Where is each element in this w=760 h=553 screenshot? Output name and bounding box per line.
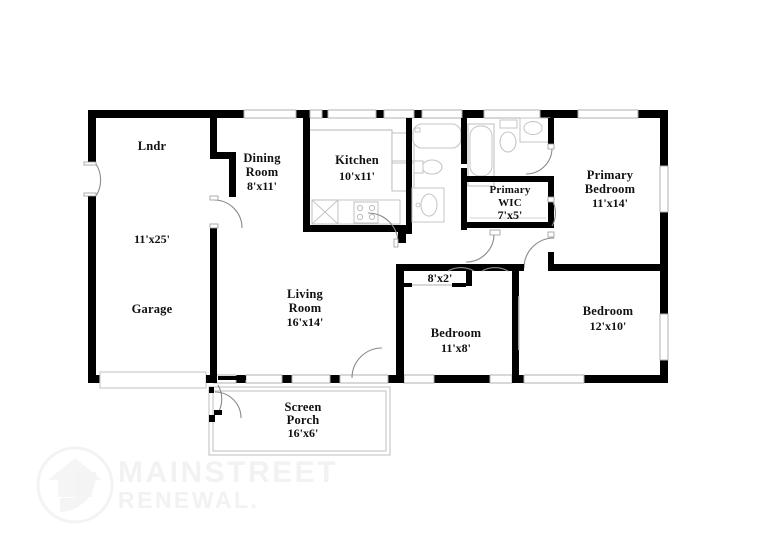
label-bedroom2-dimensions: 11'x8' — [441, 341, 471, 355]
exterior-walls — [83, 109, 669, 389]
label-garage-dimensions: 11'x25' — [134, 232, 170, 246]
label-porch-line1: Screen — [284, 400, 321, 414]
label-living-line2: Room — [289, 301, 322, 315]
label-primary-bedroom-dimensions: 11'x14' — [592, 196, 628, 210]
watermark-group: MAINSTREET RENEWAL. — [36, 446, 338, 524]
label-kitchen: Kitchen — [335, 153, 379, 167]
door-swings — [214, 347, 383, 419]
label-primary-bedroom-line2: Bedroom — [585, 182, 636, 196]
label-primary-wic-line2: WIC — [498, 197, 522, 209]
label-laundry: Lndr — [138, 139, 167, 153]
label-living-line1: Living — [287, 287, 323, 301]
label-garage: Garage — [132, 302, 173, 316]
label-primary-bedroom-line1: Primary — [587, 168, 634, 182]
label-closet-dimensions: 8'x2' — [428, 271, 453, 285]
label-bedroom2: Bedroom — [431, 326, 482, 340]
watermark-line2: RENEWAL. — [118, 487, 259, 513]
room-labels-group: Lndr 11'x25' Garage Dining Room 8'x11' K… — [132, 139, 636, 440]
label-porch-line2: Porch — [287, 413, 320, 427]
interior-walls — [209, 110, 668, 383]
mainstreet-renewal-logo — [36, 446, 114, 524]
label-porch-dimensions: 16'x6' — [288, 426, 319, 440]
label-dining-dimensions: 8'x11' — [247, 179, 277, 193]
label-living-dimensions: 16'x14' — [287, 315, 324, 329]
label-primary-wic-line1: Primary — [489, 184, 530, 196]
screen-porch-structure — [208, 386, 391, 456]
label-bedroom3-dimensions: 12'x10' — [590, 319, 627, 333]
label-primary-wic-dimensions: 7'x5' — [498, 208, 523, 222]
label-kitchen-dimensions: 10'x11' — [339, 169, 375, 183]
label-bedroom3: Bedroom — [583, 304, 634, 318]
watermark-line1: MAINSTREET — [118, 456, 338, 489]
misc-details — [218, 376, 246, 380]
label-dining-line2: Room — [246, 165, 279, 179]
label-dining-line1: Dining — [243, 151, 281, 165]
